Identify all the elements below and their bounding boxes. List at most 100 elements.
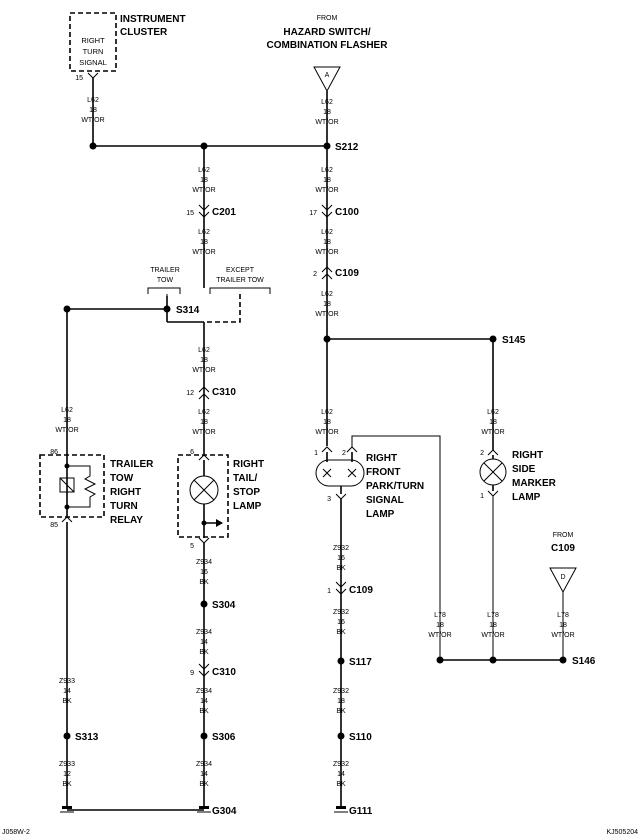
svg-text:LAMP: LAMP [366, 509, 395, 520]
svg-text:C100: C100 [335, 207, 359, 218]
svg-text:Z932: Z932 [333, 761, 349, 768]
svg-text:1: 1 [314, 450, 318, 457]
svg-text:WT/OR: WT/OR [481, 429, 504, 436]
wire-label-tail-1: Z934 16 BK [196, 559, 212, 586]
svg-text:18: 18 [63, 417, 71, 424]
svg-text:2: 2 [480, 450, 484, 457]
trailer-tow-option: TRAILER TOW EXCEPT TRAILER TOW [147, 267, 271, 323]
svg-text:FROM: FROM [553, 532, 574, 539]
svg-text:G111: G111 [349, 806, 373, 817]
svg-text:C109: C109 [335, 268, 359, 279]
svg-text:C310: C310 [212, 387, 236, 398]
hazard-title-1: HAZARD SWITCH/ [283, 27, 370, 38]
svg-text:TAIL/: TAIL/ [233, 473, 257, 484]
splice-s145: S145 [502, 335, 526, 346]
wire-label-hazard: L62 18 WT/OR [315, 99, 338, 126]
svg-text:TOW: TOW [157, 277, 174, 284]
svg-text:L78: L78 [487, 612, 499, 619]
ground-g111: G111 [334, 806, 373, 817]
cluster-pin: 15 [75, 75, 83, 82]
svg-text:C109: C109 [349, 585, 373, 596]
svg-text:15: 15 [186, 210, 194, 217]
wire-label-tail-2: Z934 14 BK [196, 629, 212, 656]
wire-label-center-2: L62 18 WT/OR [192, 229, 215, 256]
svg-text:WT/OR: WT/OR [192, 187, 215, 194]
svg-text:18: 18 [200, 419, 208, 426]
svg-text:RIGHT: RIGHT [233, 459, 264, 470]
svg-text:14: 14 [200, 639, 208, 646]
from-c109-source: FROM C109 D [549, 532, 577, 594]
svg-text:18: 18 [200, 177, 208, 184]
svg-text:18: 18 [323, 419, 331, 426]
svg-text:L62: L62 [321, 409, 333, 416]
svg-text:WT/OR: WT/OR [481, 632, 504, 639]
wire-label-cluster: L62 18 WT/OR [81, 97, 104, 124]
svg-text:SIDE: SIDE [512, 464, 536, 475]
svg-text:BK: BK [62, 698, 72, 705]
svg-text:Z932: Z932 [333, 609, 349, 616]
svg-text:12: 12 [186, 390, 194, 397]
svg-text:WT/OR: WT/OR [81, 117, 104, 124]
svg-text:16: 16 [337, 555, 345, 562]
svg-text:18: 18 [489, 622, 497, 629]
wire-label-front-5: Z932 16 BK [333, 545, 349, 572]
svg-text:16: 16 [337, 619, 345, 626]
footer-left-code: J058W-2 [2, 829, 30, 836]
svg-text:TRAILER: TRAILER [150, 267, 180, 274]
svg-text:L62: L62 [87, 97, 99, 104]
svg-text:MARKER: MARKER [512, 478, 557, 489]
svg-text:WT/OR: WT/OR [315, 429, 338, 436]
svg-text:LAMP: LAMP [512, 492, 541, 503]
wire-label-front-7: Z932 18 BK [333, 688, 349, 715]
svg-text:2: 2 [313, 271, 317, 278]
splice-s110: S110 [349, 732, 372, 743]
cluster-title-1: INSTRUMENT [120, 14, 186, 25]
wire-label-center-1: L62 18 WT/OR [192, 167, 215, 194]
wire-label-tail-4: Z934 14 BK [196, 761, 212, 788]
svg-text:3: 3 [327, 496, 331, 503]
svg-text:18: 18 [559, 622, 567, 629]
wire-label-marker-1: L62 18 WT/OR [481, 409, 504, 436]
svg-text:12: 12 [63, 771, 71, 778]
svg-text:L62: L62 [321, 99, 333, 106]
splice-s306: S306 [212, 732, 236, 743]
svg-text:L78: L78 [557, 612, 569, 619]
svg-text:SIGNAL: SIGNAL [366, 495, 404, 506]
svg-text:C310: C310 [212, 667, 236, 678]
svg-text:L62: L62 [198, 229, 210, 236]
svg-text:TOW: TOW [110, 473, 134, 484]
svg-text:PARK/TURN: PARK/TURN [366, 481, 424, 492]
svg-text:Z932: Z932 [333, 688, 349, 695]
connector-c109-upper: 2 C109 [313, 266, 359, 280]
wire-label-front-2: L62 18 WT/OR [315, 229, 338, 256]
svg-text:RIGHT: RIGHT [512, 450, 543, 461]
svg-text:WT/OR: WT/OR [55, 427, 78, 434]
svg-text:14: 14 [200, 771, 208, 778]
svg-text:L62: L62 [61, 407, 73, 414]
wire-label-relay-2: Z933 14 BK [59, 678, 75, 705]
wire-label-front-1: L62 18 WT/OR [315, 167, 338, 194]
svg-text:L78: L78 [434, 612, 446, 619]
svg-text:1: 1 [480, 493, 484, 500]
svg-text:RIGHT: RIGHT [110, 487, 141, 498]
cluster-box-text-2: TURN [83, 47, 104, 56]
wire-label-l78-1: L78 18 WT/OR [428, 612, 451, 639]
splice-s314: S314 [176, 305, 200, 316]
svg-text:FROM: FROM [317, 15, 338, 22]
cluster-title-2: CLUSTER [120, 27, 168, 38]
svg-text:18: 18 [200, 239, 208, 246]
hazard-connector-a: A [325, 72, 330, 79]
svg-text:RIGHT: RIGHT [366, 453, 397, 464]
svg-text:WT/OR: WT/OR [315, 249, 338, 256]
svg-text:18: 18 [337, 698, 345, 705]
wire-label-front-4: L62 18 WT/OR [315, 409, 338, 436]
svg-text:TRAILER: TRAILER [110, 459, 154, 470]
svg-text:17: 17 [309, 210, 317, 217]
svg-text:Z934: Z934 [196, 688, 212, 695]
splice-s212: S212 [335, 142, 359, 153]
svg-text:WT/OR: WT/OR [192, 367, 215, 374]
footer-right-code: KJ505204 [606, 829, 638, 836]
svg-text:BK: BK [199, 781, 209, 788]
svg-text:18: 18 [323, 239, 331, 246]
